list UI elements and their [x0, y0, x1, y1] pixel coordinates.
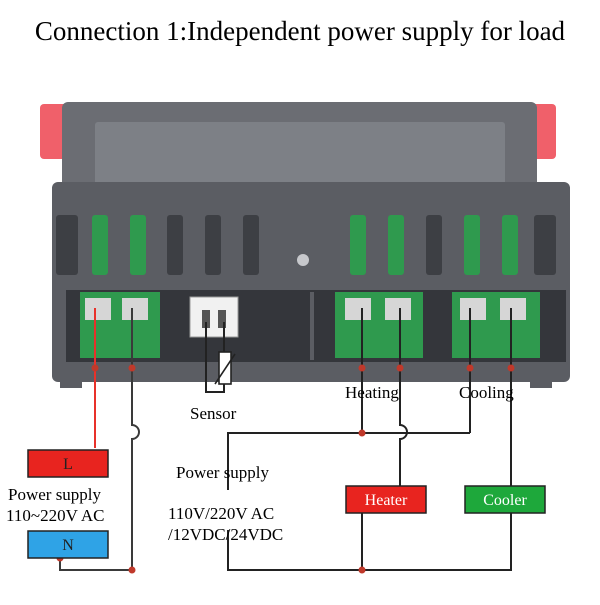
- sensor-label: Sensor: [190, 404, 237, 423]
- cooling-label: Cooling: [459, 383, 514, 402]
- heater-box: Heater: [345, 485, 427, 514]
- load-voltage-label-1: 110V/220V AC: [168, 504, 274, 523]
- device-label-plate: [95, 122, 505, 187]
- vent-slots: [56, 215, 556, 275]
- terminal-blocks: [80, 292, 540, 358]
- neutral-terminal-box: N: [27, 530, 109, 559]
- live-label: L: [63, 456, 73, 473]
- mains-power-supply-label: Power supply: [8, 485, 102, 504]
- load-power-supply-label: Power supply: [176, 463, 270, 482]
- cooler-label: Cooler: [483, 492, 527, 509]
- load-return-wire: [361, 512, 512, 571]
- cooler-box: Cooler: [464, 485, 546, 514]
- sensor-connector: [189, 296, 239, 338]
- load-voltage-label-2: /12VDC/24VDC: [168, 525, 283, 544]
- heater-label: Heater: [365, 492, 408, 509]
- neutral-label: N: [62, 537, 74, 554]
- junction-dots: [56, 364, 515, 574]
- neutral-wire: [59, 308, 140, 571]
- live-terminal-box: L: [27, 449, 109, 478]
- supply-line-top: [227, 432, 470, 490]
- supply-line-bottom: [227, 530, 362, 571]
- mains-voltage-label: 110~220V AC: [6, 506, 104, 525]
- thermostat-controller: [40, 102, 570, 388]
- heating-label: Heating: [345, 383, 399, 402]
- diagram-title: Connection 1:Independent power supply fo…: [35, 16, 566, 46]
